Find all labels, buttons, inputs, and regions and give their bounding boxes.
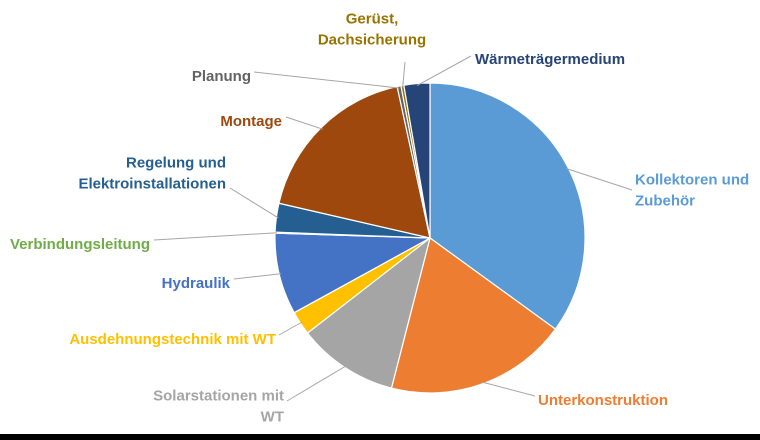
- leader-line-kollektoren-und-zubehoer: [566, 168, 633, 191]
- pie-slices: [274, 82, 586, 394]
- pie-slice-solarstationen-mit-wt: [306, 237, 431, 389]
- leader-line-montage: [285, 116, 323, 130]
- leader-line-hydraulik: [233, 273, 282, 280]
- leader-line-verbindungsleitung: [153, 232, 278, 241]
- leader-line-geruest-dachsicherung: [402, 61, 406, 88]
- data-label-ausdehnungstechnik-mit-wt: Ausdehnungstechnik mit WT: [69, 331, 276, 348]
- data-label-geruest-dachsicherung: Gerüst, Dachsicherung: [318, 11, 426, 49]
- data-label-line: Unterkonstruktion: [538, 392, 668, 409]
- data-label-line: Montage: [220, 113, 282, 130]
- pie-slice-montage: [278, 85, 431, 239]
- leader-lines: [153, 55, 633, 402]
- data-label-line: Ausdehnungstechnik mit WT: [69, 331, 276, 348]
- data-label-line: Regelung und: [126, 155, 226, 172]
- data-label-waermetraegermedium: Wärmeträgermedium: [475, 51, 625, 68]
- data-label-line: Solarstationen mit: [153, 388, 284, 405]
- data-label-montage: Montage: [220, 113, 282, 130]
- data-label-unterkonstruktion: Unterkonstruktion: [538, 392, 668, 409]
- leader-line-regelung-und-elektroinstallationen: [229, 187, 279, 219]
- data-label-verbindungsleitung: Verbindungsleitung: [10, 236, 150, 253]
- data-label-line: WT: [261, 409, 284, 426]
- data-label-line: Wärmeträgermedium: [475, 51, 625, 68]
- leader-line-waermetraegermedium: [416, 55, 472, 87]
- pie-slice-unterkonstruktion: [390, 237, 556, 394]
- pie-slice-kollektoren-und-zubehoer: [429, 82, 586, 330]
- data-label-line: Zubehör: [635, 193, 695, 210]
- leader-line-ausdehnungstechnik-mit-wt: [278, 321, 303, 336]
- data-label-line: Elektroinstallationen: [78, 176, 226, 193]
- leader-line-solarstationen-mit-wt: [286, 365, 347, 402]
- pie-slice-waermetraegermedium: [403, 82, 431, 239]
- data-label-line: Planung: [192, 68, 251, 85]
- data-label-line: Dachsicherung: [318, 32, 426, 49]
- data-label-line: Verbindungsleitung: [10, 236, 150, 253]
- data-label-planung: Planung: [192, 68, 251, 85]
- data-label-hydraulik: Hydraulik: [162, 275, 231, 292]
- data-label-line: Kollektoren und: [635, 172, 749, 189]
- leader-line-unterkonstruktion: [481, 381, 536, 397]
- data-label-line: Hydraulik: [162, 275, 231, 292]
- data-label-line: Gerüst,: [346, 11, 399, 28]
- leader-line-planung: [253, 71, 400, 89]
